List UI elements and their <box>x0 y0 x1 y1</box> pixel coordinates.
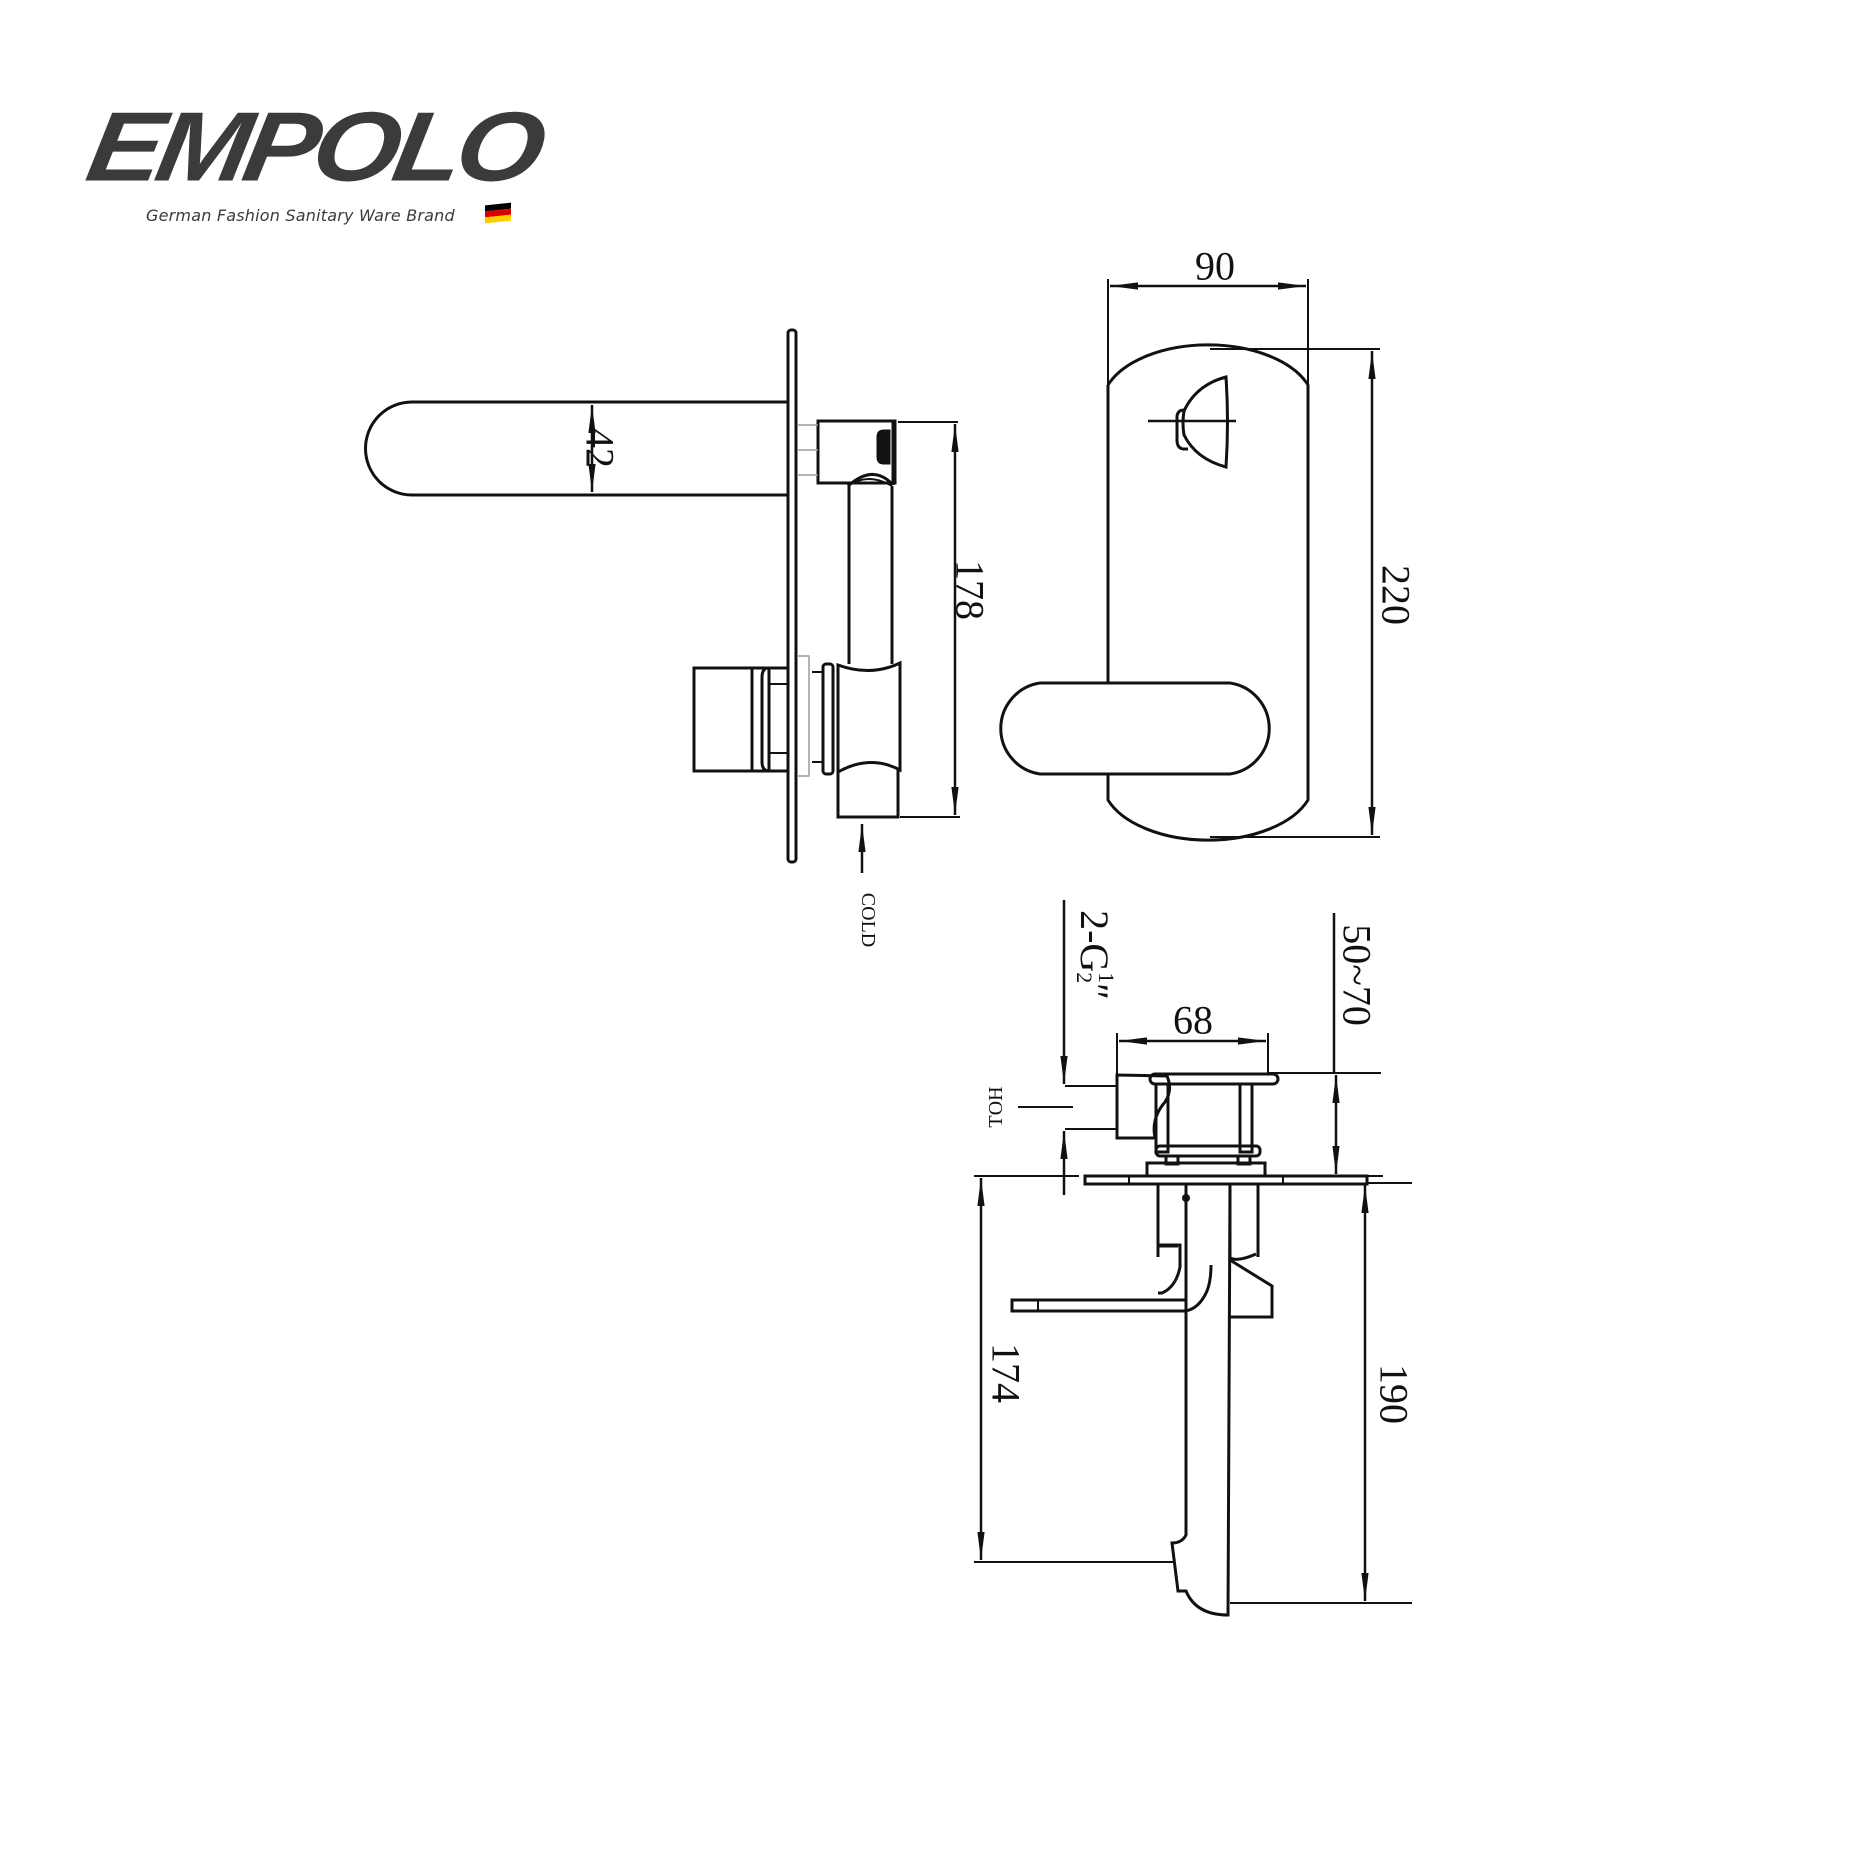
wall-depth-dimension: 50~70 <box>1335 924 1380 1026</box>
top-lever <box>1010 1264 1213 1313</box>
brand-tagline: German Fashion Sanitary Ware Brand <box>146 206 455 225</box>
spout-outline <box>364 400 787 497</box>
front-plate-outline <box>1106 343 1310 842</box>
body-height-dimension: 178 <box>948 560 993 620</box>
top-wall-plate <box>1083 1174 1369 1186</box>
side-view <box>364 328 960 873</box>
diverter-cap <box>816 419 897 485</box>
front-view <box>999 279 1380 842</box>
lever-handle <box>999 681 1271 776</box>
handle-projection-dimension: 174 <box>984 1343 1029 1403</box>
spout-height-dimension: 42 <box>578 428 623 468</box>
body-tube <box>847 473 894 664</box>
handle-knob <box>692 666 754 773</box>
wall-plate-edge <box>786 328 798 864</box>
top-spout <box>1170 1183 1232 1617</box>
body-width-dimension: 68 <box>1173 998 1213 1043</box>
spout-projection-dimension: 190 <box>1372 1364 1417 1424</box>
hot-inlet-body <box>1115 1073 1172 1140</box>
top-view <box>974 900 1412 1617</box>
valve-body <box>836 660 902 775</box>
cold-inlet-label: COLD <box>857 893 879 947</box>
plate-width-dimension: 90 <box>1195 244 1235 289</box>
plate-height-dimension: 220 <box>1374 565 1419 625</box>
brand-logo: EMPOLO German Fashion Sanitary Ware Bran… <box>80 92 568 238</box>
inlet-pipe <box>836 770 900 819</box>
thread-spec-label: 2-G12″ <box>1073 910 1120 1000</box>
hot-inlet-label: HOT <box>985 1086 1007 1127</box>
diverter-knob <box>1181 375 1229 469</box>
